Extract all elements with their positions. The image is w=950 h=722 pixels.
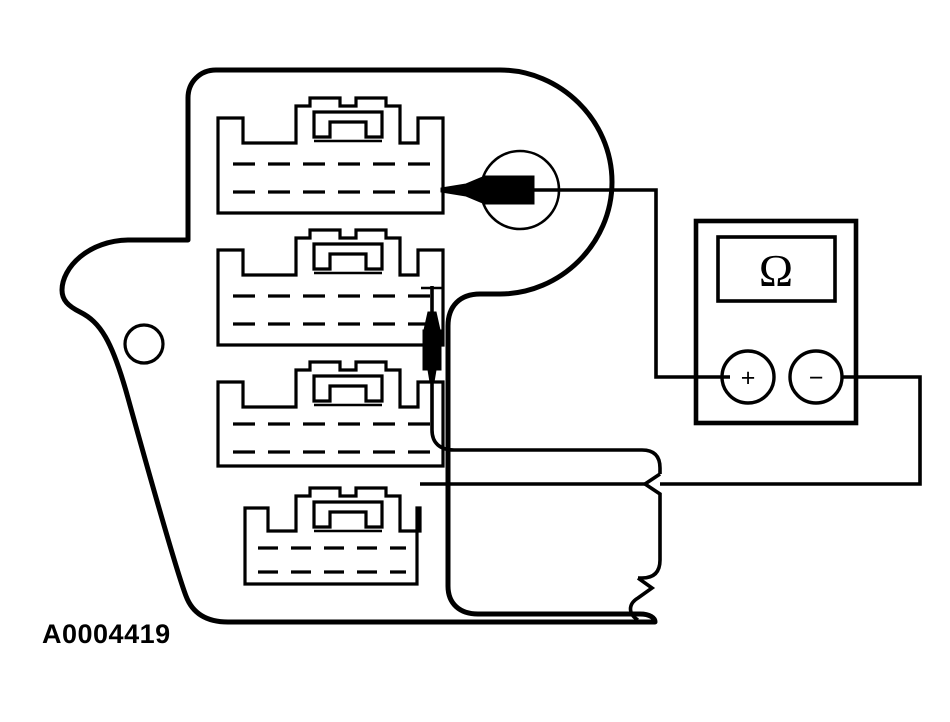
probe-negative-tip-icon: [427, 369, 437, 383]
probe-negative-neck: [423, 311, 441, 331]
ohmmeter[interactable]: Ω + −: [693, 218, 859, 426]
positive-terminal-label: +: [741, 364, 756, 392]
meter-display: [716, 235, 837, 303]
probe-positive-body: [484, 175, 535, 205]
connector-1-latch-icon: [312, 110, 384, 139]
negative-terminal[interactable]: [788, 349, 844, 405]
connector-3[interactable]: [216, 360, 445, 468]
connector-4[interactable]: [243, 486, 422, 586]
wire-negative-segment-3: [628, 576, 656, 622]
probe-negative-body: [422, 329, 442, 371]
wire-negative-segment-2: [638, 472, 662, 580]
mounting-hole: [123, 323, 165, 365]
probe-negative[interactable]: [420, 286, 922, 622]
connector-2-latch-icon: [312, 242, 384, 271]
connector-1[interactable]: [216, 96, 445, 215]
meter-display-symbol: Ω: [759, 245, 793, 296]
figure-id-label: A0004419: [42, 619, 171, 649]
negative-terminal-label: −: [809, 364, 824, 392]
wire-positive-lead: [534, 188, 730, 379]
connector-2[interactable]: [216, 228, 445, 347]
probe-positive[interactable]: [440, 175, 730, 379]
probe-positive-tip-icon: [440, 175, 486, 205]
meter-body: [693, 218, 859, 426]
positive-terminal[interactable]: [720, 349, 776, 405]
connector-4-latch-icon: [312, 500, 384, 529]
wire-negative-segment-1: [430, 382, 662, 474]
wire-negative-to-minus: [660, 375, 922, 486]
junction-block-housing: [59, 67, 658, 625]
connector-3-latch-icon: [312, 374, 384, 403]
